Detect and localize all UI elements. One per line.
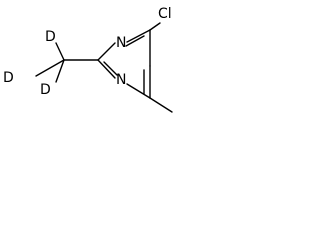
bond-c6-methyl xyxy=(149,97,173,113)
structure-canvas: Cl N N D D D xyxy=(0,0,178,150)
atom-label-d-bottom: D xyxy=(40,82,51,98)
bond-n1-c6 xyxy=(126,83,151,99)
bond-c2-n1 xyxy=(97,59,116,79)
atom-label-d-top: D xyxy=(45,29,56,45)
bonds xyxy=(35,22,173,113)
bond-c4-n3 xyxy=(126,29,151,43)
atom-labels: Cl N N D D D xyxy=(3,6,172,98)
molecule-structure: Cl N N D D D xyxy=(3,6,173,113)
bond-cd3-d1 xyxy=(55,42,65,61)
bond-c4-n3-double xyxy=(125,35,145,47)
bond-c2-n1-double xyxy=(103,61,118,76)
atom-label-cl: Cl xyxy=(158,6,172,22)
bond-cd3-d2 xyxy=(35,59,65,77)
bond-cd3-d3 xyxy=(55,59,65,83)
atom-label-d-left: D xyxy=(3,70,14,86)
bond-c4-cl xyxy=(149,22,161,31)
atom-label-n-bottom: N xyxy=(116,72,126,88)
bond-n3-c2 xyxy=(97,42,116,61)
atom-label-n-top: N xyxy=(116,35,126,51)
